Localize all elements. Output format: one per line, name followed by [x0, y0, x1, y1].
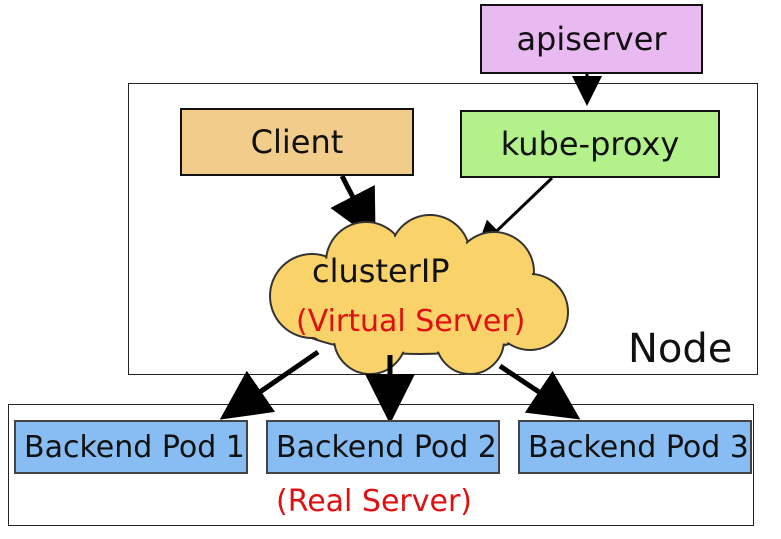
real-server-label: (Real Server) — [276, 484, 472, 519]
cluster-ip-label: clusterIP — [312, 252, 450, 290]
backend-pod-1: Backend Pod 1 — [14, 420, 248, 474]
backend-pod-2: Backend Pod 2 — [266, 420, 500, 474]
node-group — [128, 83, 758, 375]
apiserver-box: apiserver — [480, 4, 703, 74]
client-box: Client — [180, 108, 414, 176]
backend-pod-2-label: Backend Pod 2 — [276, 429, 497, 465]
cluster-ip-cloud — [269, 214, 569, 375]
client-label: Client — [250, 123, 344, 161]
kube-proxy-box: kube-proxy — [460, 110, 720, 178]
kube-proxy-label: kube-proxy — [500, 125, 680, 163]
backend-pod-1-label: Backend Pod 1 — [24, 429, 245, 465]
edge-clusterip-pod-1 — [219, 349, 320, 420]
node-group-label: Node — [628, 326, 733, 372]
backend-pod-3: Backend Pod 3 — [518, 420, 752, 474]
virtual-server-label: (Virtual Server) — [296, 304, 526, 339]
apiserver-label: apiserver — [516, 20, 667, 58]
backend-pod-3-label: Backend Pod 3 — [528, 429, 749, 465]
edge-clusterip-pod-3 — [498, 363, 581, 420]
